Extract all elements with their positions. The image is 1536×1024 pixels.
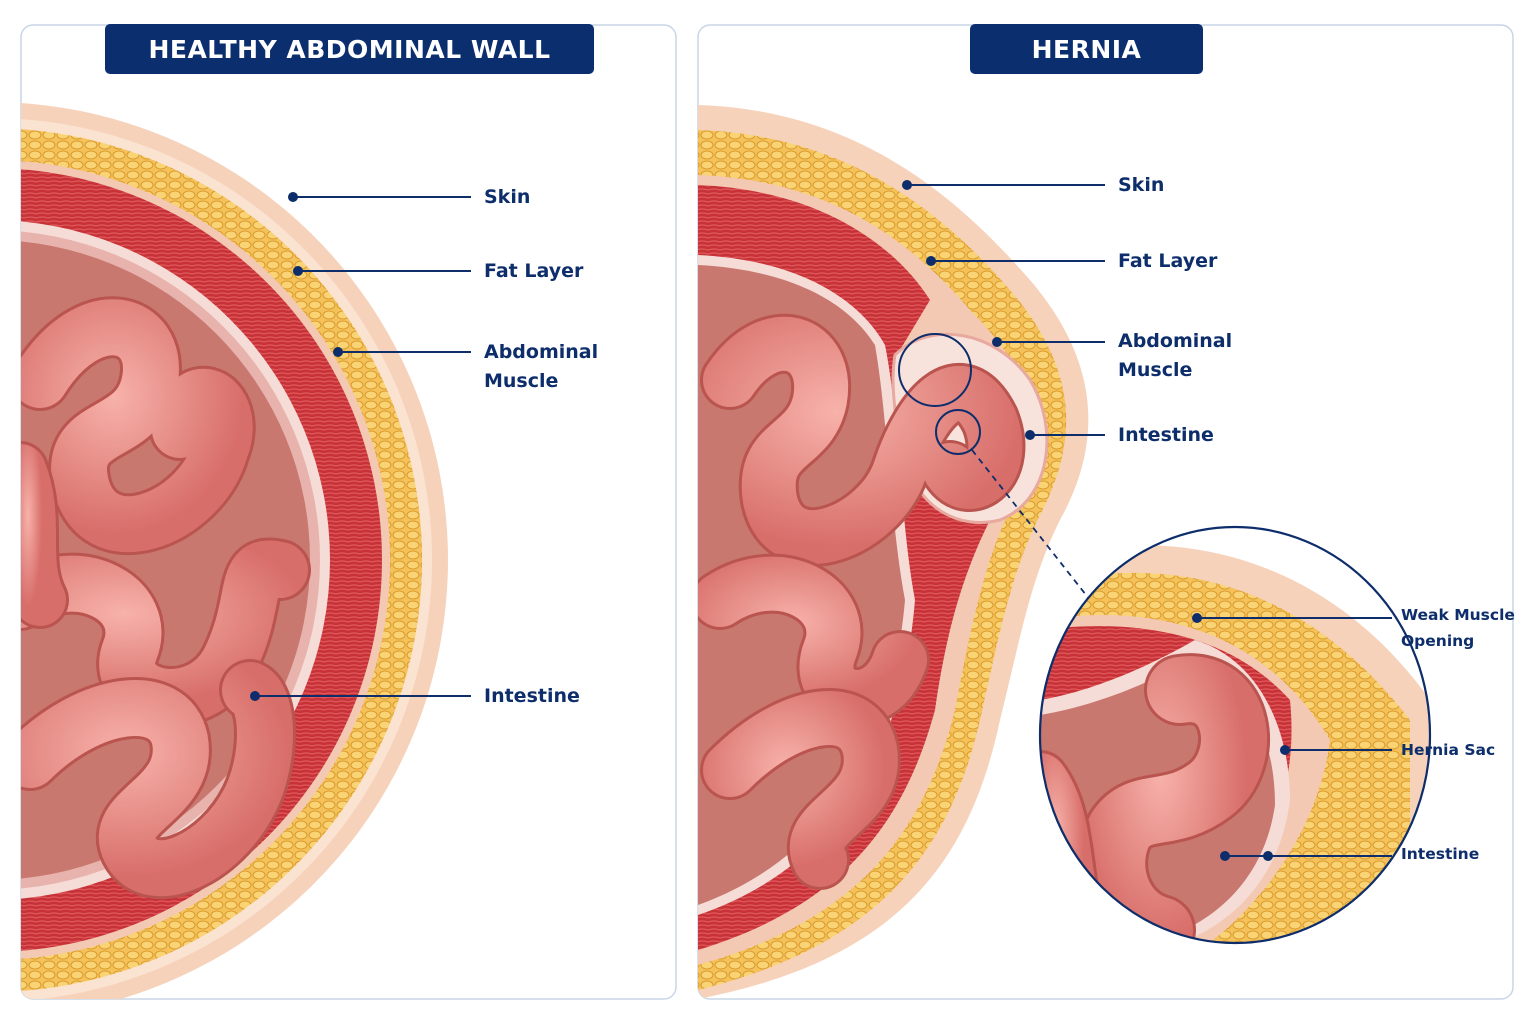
inset-label-intestine: Intestine bbox=[1401, 841, 1479, 867]
hernia-panel-title: HERNIA bbox=[970, 24, 1203, 74]
inset-label-weak-line1: Weak Muscle bbox=[1401, 602, 1515, 628]
hernia-label-fat: Fat Layer bbox=[1118, 247, 1217, 275]
hernia-label-intestine: Intestine bbox=[1118, 421, 1214, 449]
healthy-label-muscle-line2: Muscle bbox=[484, 367, 558, 395]
healthy-label-skin: Skin bbox=[484, 183, 530, 211]
inset-label-sac: Hernia Sac bbox=[1401, 737, 1495, 763]
healthy-label-muscle-line1: Abdominal bbox=[484, 338, 598, 366]
hernia-label-muscle-line1: Abdominal bbox=[1118, 327, 1232, 355]
hernia-label-muscle-line2: Muscle bbox=[1118, 356, 1192, 384]
inset-label-weak-line2: Opening bbox=[1401, 628, 1474, 654]
hernia-label-skin: Skin bbox=[1118, 171, 1164, 199]
healthy-panel-title: HEALTHY ABDOMINAL WALL bbox=[105, 24, 594, 74]
healthy-label-intestine: Intestine bbox=[484, 682, 580, 710]
healthy-label-fat: Fat Layer bbox=[484, 257, 583, 285]
